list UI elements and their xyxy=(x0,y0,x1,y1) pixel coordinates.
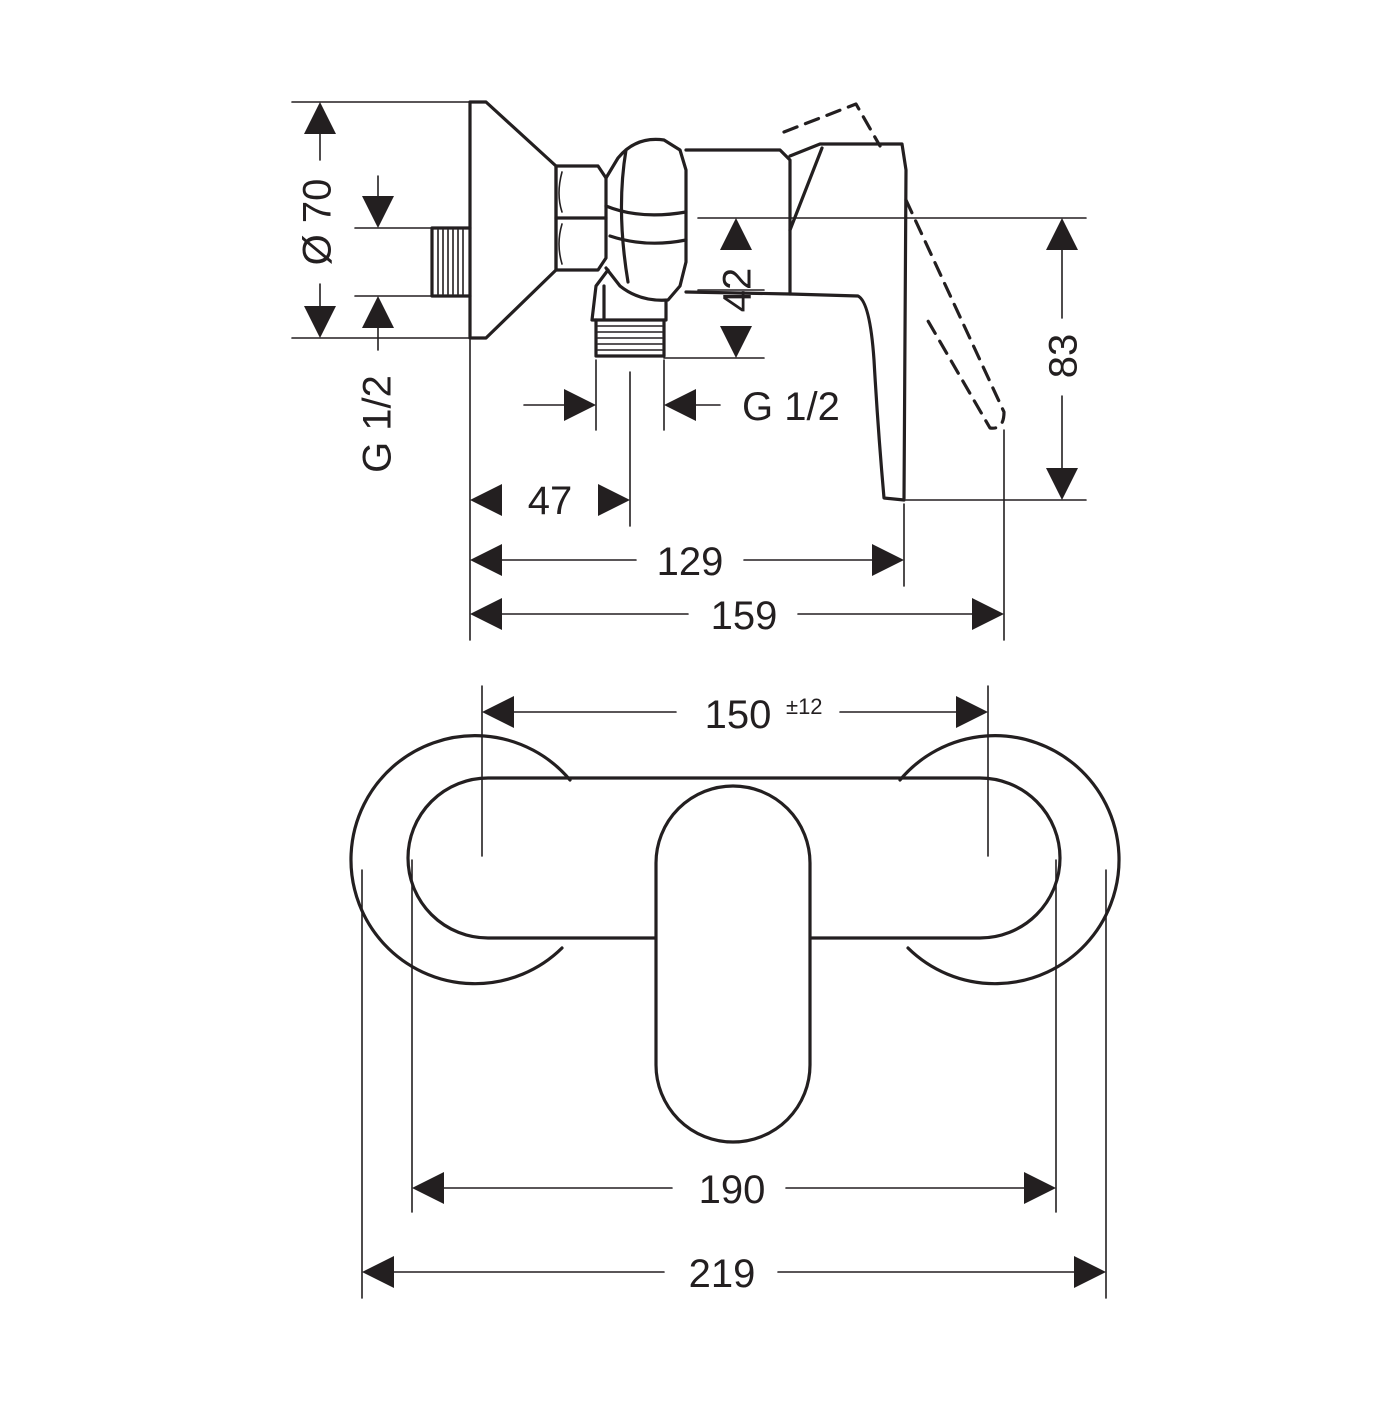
front-view: 150 ±12 190 219 xyxy=(349,685,1121,1299)
dim-83-label: 83 xyxy=(1042,334,1086,379)
front-extension-lines xyxy=(361,685,1107,1299)
dim-129-label: 129 xyxy=(657,540,724,584)
wall-thread-label: G 1/2 xyxy=(356,375,400,473)
wall-rosette xyxy=(468,100,558,340)
outlet-thread xyxy=(594,318,666,358)
wall-thread xyxy=(430,226,472,298)
dim-47 xyxy=(470,484,630,516)
dim-42-label: 42 xyxy=(716,268,760,313)
dim-diameter-70 xyxy=(304,102,336,338)
wall-thread-hatching xyxy=(437,229,464,295)
front-lever xyxy=(654,784,812,1144)
side-view: Ø 70 G 1/2 G 1/2 42 83 xyxy=(291,100,1087,641)
dim-83 xyxy=(1046,218,1078,500)
dim-159-label: 159 xyxy=(711,594,778,638)
cartridge-housing xyxy=(684,148,792,296)
hex-nut xyxy=(554,164,608,272)
lever-handle xyxy=(788,142,908,502)
dim-outlet-thread xyxy=(523,389,721,421)
dim-150-label: 150 xyxy=(705,693,772,737)
dim-219 xyxy=(362,1256,1106,1288)
side-extension-lines xyxy=(291,101,1087,641)
left-rosette xyxy=(349,734,572,986)
dim-159 xyxy=(470,598,1004,630)
dim-150-tolerance: ±12 xyxy=(786,694,823,719)
dim-47-label: 47 xyxy=(528,479,573,523)
valve-body xyxy=(604,137,688,302)
dim-129 xyxy=(470,544,904,576)
dim-190 xyxy=(412,1172,1056,1204)
right-rosette xyxy=(898,734,1121,986)
dim-150 xyxy=(482,696,988,728)
dim-150-value: 150 xyxy=(705,693,772,737)
outlet-elbow xyxy=(590,268,668,322)
lever-open-position xyxy=(904,198,1006,430)
dim-42 xyxy=(720,218,752,358)
outlet-thread-label: G 1/2 xyxy=(742,385,840,429)
mixer-body xyxy=(406,776,1062,940)
lever-raised-position xyxy=(782,102,882,148)
dim-wall-thread xyxy=(362,175,394,351)
dim-190-label: 190 xyxy=(699,1168,766,1212)
dim-219-label: 219 xyxy=(689,1252,756,1296)
diameter-label: Ø 70 xyxy=(296,179,340,266)
